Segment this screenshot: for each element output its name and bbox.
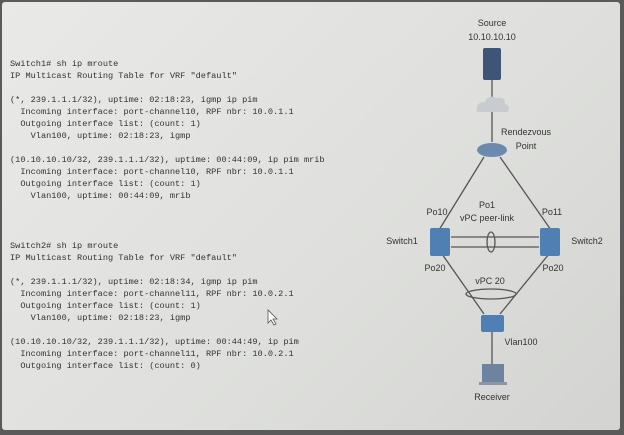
cli-line: (*, 239.1.1.1/32), uptime: 02:18:23, igm… (10, 95, 258, 105)
cli-line: Outgoing interface list: (count: 1) (10, 179, 201, 189)
receiver-laptop-icon (482, 364, 504, 382)
rp-label-2: Point (515, 141, 537, 151)
peer-link-label: vPC peer-link (459, 213, 515, 223)
switch1-label: Switch1 (386, 236, 418, 246)
screen: Switch1# sh ip mroute IP Multicast Routin… (2, 2, 620, 430)
cli-line: Incoming interface: port-channel10, RPF … (10, 167, 294, 177)
source-label: Source (477, 18, 507, 28)
cli-line: Incoming interface: port-channel11, RPF … (10, 289, 294, 299)
cli-line: Incoming interface: port-channel11, RPF … (10, 349, 294, 359)
rp-router-icon (477, 143, 507, 157)
vlan-label: Vlan100 (504, 337, 538, 347)
cli-line: (*, 239.1.1.1/32), uptime: 02:18:34, igm… (10, 277, 258, 287)
switch2-access-link (499, 253, 550, 315)
switch2-label: Switch2 (571, 236, 603, 246)
switch1-icon (430, 228, 450, 256)
rp-label-1: Rendezvous (500, 127, 552, 137)
cli-line: Vlan100, uptime: 00:44:09, mrib (10, 191, 191, 201)
po1-bundle (486, 231, 496, 253)
cli-line: Outgoing interface list: (count: 1) (10, 119, 201, 129)
cli-line: (10.10.10.10/32, 239.1.1.1/32), uptime: … (10, 337, 299, 347)
switch1-mroute-output: Switch1# sh ip mroute IP Multicast Routin… (10, 58, 325, 202)
cli-line: IP Multicast Routing Table for VRF "defa… (10, 253, 237, 263)
cli-line: Vlan100, uptime: 02:18:23, igmp (10, 131, 191, 141)
cli-line: (10.10.10.10/32, 239.1.1.1/32), uptime: … (10, 155, 325, 165)
cli-line: Switch1# sh ip mroute (10, 59, 119, 69)
cli-line: Outgoing interface list: (count: 1) (10, 301, 201, 311)
source-ip-label: 10.10.10.10 (468, 32, 516, 42)
cli-line: Vlan100, uptime: 02:18:23, igmp (10, 313, 191, 323)
vpc20-bundle (465, 288, 517, 300)
receiver-label: Receiver (474, 392, 510, 402)
cloud-icon (476, 96, 509, 112)
po20-left-label: Po20 (424, 263, 446, 273)
topology-diagram (430, 48, 560, 385)
po11-label: Po11 (541, 207, 563, 217)
vpc20-label: vPC 20 (475, 276, 505, 286)
cli-line: Outgoing interface list: (count: 0) (10, 361, 201, 371)
cli-line: Incoming interface: port-channel10, RPF … (10, 107, 294, 117)
rp-switch2-link (499, 156, 552, 231)
source-server-icon (483, 48, 501, 80)
rp-switch1-link (438, 156, 485, 231)
cli-line: IP Multicast Routing Table for VRF "defa… (10, 71, 237, 81)
switch2-mroute-output: Switch2# sh ip mroute IP Multicast Routin… (10, 240, 299, 372)
switch2-icon (540, 228, 560, 256)
switch1-access-link (441, 253, 485, 315)
po1-label: Po1 (478, 200, 496, 210)
po10-label: Po10 (426, 207, 448, 217)
cli-line: Switch2# sh ip mroute (10, 241, 119, 251)
po20-right-label: Po20 (542, 263, 564, 273)
access-switch-icon (481, 315, 504, 332)
